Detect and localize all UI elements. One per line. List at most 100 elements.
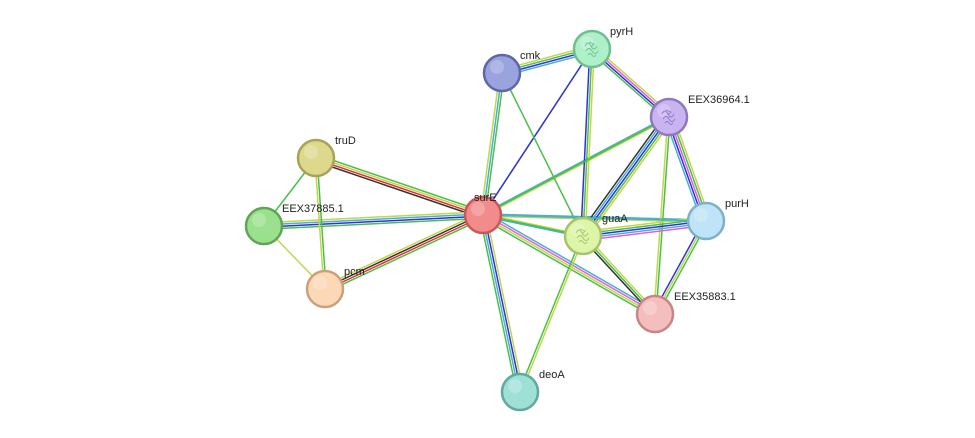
edge-evidence-line [482, 117, 671, 217]
edge-evidence-line [582, 116, 670, 237]
edge-surE-truD [314, 154, 485, 219]
edge-evidence-line [482, 72, 503, 216]
node-eex35883-1[interactable]: EEX35883.1 [635, 291, 736, 334]
node-highlight [304, 145, 318, 159]
node-circle[interactable] [563, 216, 603, 256]
node-cmk[interactable]: cmk [482, 50, 541, 93]
node-circle[interactable] [463, 195, 503, 235]
edge-surE-EEX36964.1 [481, 115, 671, 217]
node-label: EEX35883.1 [674, 291, 736, 303]
edge-evidence-line [314, 158, 484, 217]
edge-evidence-line [263, 213, 484, 226]
edge-evidence-line [315, 156, 485, 215]
edge-evidence-line [655, 116, 671, 315]
edge-evidence-line [483, 211, 658, 312]
edge-surE-deoA [479, 213, 524, 394]
node-circle[interactable] [500, 372, 540, 412]
edge-evidence-line [582, 48, 593, 237]
edge-evidence-line [263, 210, 484, 224]
node-guaa[interactable]: guaA [563, 213, 628, 256]
edge-evidence-line [582, 222, 708, 239]
edge-cmk-guaA [501, 72, 584, 237]
edge-evidence-line [263, 215, 484, 228]
edge-EEX36964.1-guaA [578, 113, 674, 240]
node-circle[interactable] [305, 269, 345, 309]
edge-evidence-line [481, 214, 520, 393]
edge-evidence-line [485, 213, 524, 393]
edge-pyrH-guaA [580, 48, 595, 237]
node-label: surE [474, 192, 497, 204]
edge-evidence-line [483, 214, 522, 393]
node-label: EEX36964.1 [688, 94, 750, 106]
edge-evidence-line [581, 218, 707, 235]
node-circle[interactable] [296, 138, 336, 178]
edge-evidence-line [479, 214, 518, 394]
node-purh[interactable]: purH [686, 198, 749, 241]
edge-evidence-line [480, 71, 501, 216]
edge-evidence-line [316, 154, 485, 213]
node-circle[interactable] [686, 201, 726, 241]
edge-evidence-line [584, 48, 595, 237]
node-highlight [252, 213, 266, 227]
node-circle[interactable] [572, 29, 612, 69]
edge-surE-cmk [480, 71, 505, 217]
edge-evidence-line [520, 235, 585, 394]
protein-structure-icon [584, 41, 599, 57]
edge-evidence-line [324, 215, 485, 291]
node-highlight [508, 379, 522, 393]
edge-evidence-line [582, 224, 708, 242]
node-highlight [313, 276, 327, 290]
edge-evidence-line [581, 215, 707, 233]
edge-evidence-line [325, 217, 486, 293]
edge-surE-EEX36964.1 [482, 116, 670, 216]
node-eex37885-1[interactable]: EEX37885.1 [244, 203, 344, 246]
node-label: purH [725, 198, 749, 210]
node-label: EEX37885.1 [282, 203, 344, 215]
edge-evidence-line [653, 116, 669, 315]
edge-surE-EEX35883.1 [480, 211, 658, 318]
protein-structure-icon [661, 109, 676, 125]
node-highlight [490, 60, 504, 74]
edge-evidence-line [322, 211, 483, 287]
node-label: pyrH [610, 26, 633, 38]
node-circle[interactable] [635, 294, 675, 334]
edge-truD-pcm [314, 157, 327, 290]
node-pyrh[interactable]: pyrH [572, 26, 633, 69]
edge-evidence-line [484, 72, 505, 217]
edge-evidence-line [580, 48, 591, 237]
edge-surE-purH [482, 214, 707, 222]
edge-evidence-line [314, 160, 483, 219]
edge-evidence-line [314, 157, 325, 290]
edge-evidence-line [578, 113, 667, 235]
node-layer: surE cmk pyrH EEX36964.1 truD EEX37885.1 pcm gu… [244, 26, 750, 412]
node-label: cmk [520, 50, 541, 62]
edge-evidence-line [482, 214, 707, 222]
edge-evidence-line [518, 234, 583, 393]
node-circle[interactable] [649, 97, 689, 137]
node-circle[interactable] [244, 206, 284, 246]
edge-surE-pyrH [482, 48, 593, 216]
node-trud[interactable]: truD [296, 135, 356, 178]
node-circle[interactable] [482, 53, 522, 93]
node-label: deoA [539, 369, 565, 381]
node-highlight [471, 202, 485, 216]
protein-structure-icon [575, 228, 590, 244]
node-eex36964-1[interactable]: EEX36964.1 [649, 94, 750, 137]
edge-evidence-line [480, 217, 655, 318]
node-highlight [643, 301, 657, 315]
edge-evidence-line [582, 220, 707, 237]
edge-evidence-line [482, 213, 657, 314]
edge-surE-EEX37885.1 [263, 210, 484, 231]
node-label: truD [335, 135, 356, 147]
edge-evidence-line [580, 114, 668, 236]
edge-evidence-line [481, 115, 670, 215]
node-pcm[interactable]: pcm [305, 266, 365, 309]
node-label: guaA [602, 213, 628, 225]
edge-guaA-deoA [518, 234, 585, 394]
node-deoa[interactable]: deoA [500, 369, 565, 412]
edge-evidence-line [263, 217, 484, 231]
node-sure[interactable]: surE [463, 192, 503, 235]
edge-evidence-line [316, 157, 327, 290]
edge-evidence-line [481, 215, 656, 316]
